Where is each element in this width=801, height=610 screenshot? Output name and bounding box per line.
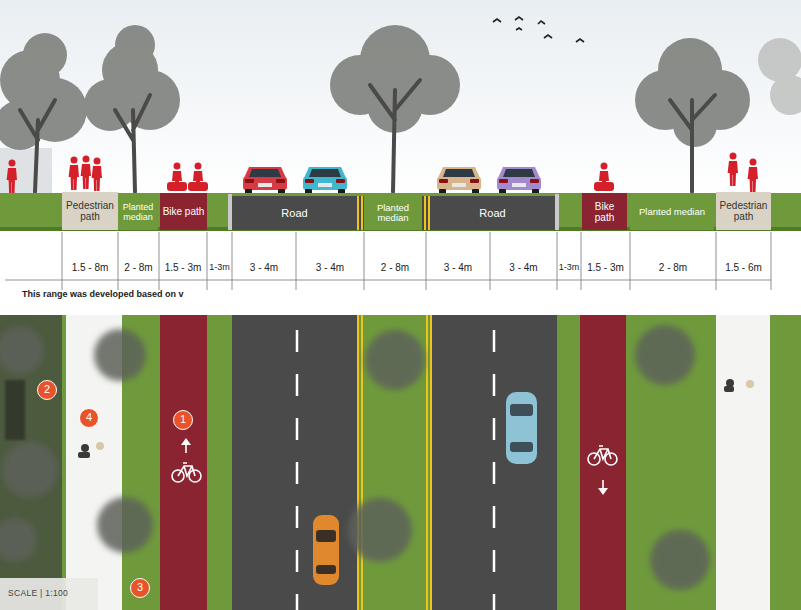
band-label: Planted median bbox=[120, 203, 156, 223]
callout-number: 1 bbox=[173, 410, 193, 430]
band-label: Bike path bbox=[584, 201, 625, 223]
street-band: Bike path bbox=[160, 193, 207, 230]
band-label: Road bbox=[281, 207, 307, 219]
dimension-label: 1.5 - 6m bbox=[725, 262, 762, 273]
street-band: Bike path bbox=[582, 193, 627, 230]
street-band: Planted median bbox=[364, 196, 422, 230]
street-band: Road bbox=[430, 196, 555, 230]
dimension-label: 3 - 4m bbox=[250, 262, 278, 273]
dimension-label: 2 - 8m bbox=[659, 262, 687, 273]
band-label: Road bbox=[479, 207, 505, 219]
note-text: This range was developed based on v bbox=[22, 289, 184, 299]
street-band: Road bbox=[232, 196, 357, 230]
dimension-label: 2 - 8m bbox=[381, 262, 409, 273]
dimension-label: 1.5 - 3m bbox=[165, 262, 202, 273]
street-band: Pedestrian path bbox=[62, 192, 118, 230]
dimension-label: 2 - 8m bbox=[124, 262, 152, 273]
callout-number: 4 bbox=[79, 408, 99, 428]
dimension-label: 1.5 - 8m bbox=[72, 262, 109, 273]
dimension-label: 3 - 4m bbox=[509, 262, 537, 273]
scale-label: SCALE | 1:100 bbox=[8, 588, 68, 598]
street-band: Pedestrian path bbox=[716, 192, 771, 230]
band-label: Planted median bbox=[639, 207, 705, 217]
band-label: Pedestrian path bbox=[64, 200, 116, 222]
band-label: Planted median bbox=[366, 203, 420, 224]
dimension-label: 1-3m bbox=[559, 262, 580, 272]
dimension-label: 1.5 - 3m bbox=[587, 262, 624, 273]
dimension-label: 3 - 4m bbox=[444, 262, 472, 273]
dimension-label: 1-3m bbox=[209, 262, 230, 272]
street-band: Planted median bbox=[118, 195, 158, 230]
band-label: Pedestrian path bbox=[718, 200, 769, 222]
callout-number: 3 bbox=[130, 578, 150, 598]
callout-number: 2 bbox=[37, 380, 57, 400]
dimension-label: 3 - 4m bbox=[316, 262, 344, 273]
street-band: Planted median bbox=[630, 195, 714, 230]
band-label: Bike path bbox=[163, 206, 205, 217]
